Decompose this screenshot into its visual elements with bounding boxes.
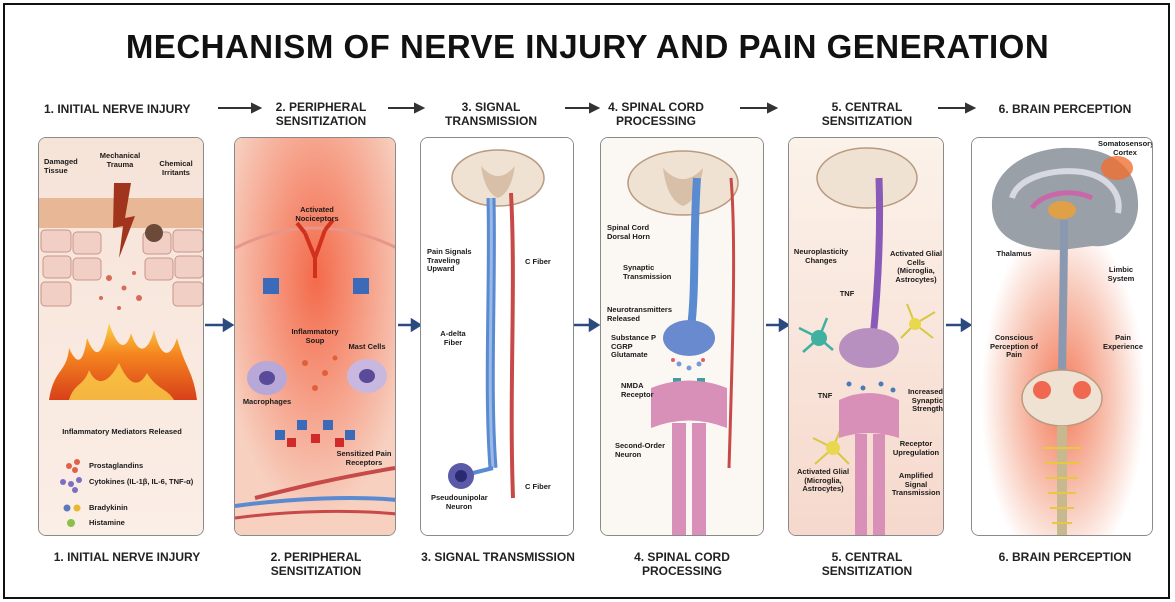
- stage-4-footer: 4. SPINAL CORD PROCESSING: [602, 550, 762, 578]
- label-somatosensory-cortex: Somatosensory Cortex: [1098, 140, 1152, 157]
- stage-6-footer: 6. BRAIN PERCEPTION: [985, 550, 1145, 564]
- label-conscious-perception: Conscious Perception of Pain: [986, 334, 1042, 360]
- label-thalamus: Thalamus: [992, 250, 1036, 259]
- label-increased-synaptic: Increased Synaptic Strength: [893, 388, 943, 414]
- label-nmda-receptor: NMDA Receptor: [621, 382, 665, 399]
- label-dorsal-horn: Spinal Cord Dorsal Horn: [607, 224, 665, 241]
- label-mechanical-trauma: Mechanical Trauma: [97, 152, 143, 169]
- label-synaptic-transmission: Synaptic Transmission: [623, 264, 683, 281]
- label-damaged-tissue: Damaged Tissue: [44, 158, 84, 175]
- panel-peripheral-sensitization: Activated Nociceptors Inflammatory Soup …: [234, 137, 396, 536]
- label-amplified-signal: Amplified Signal Transmission: [889, 472, 943, 498]
- panel-spinal-cord-processing: Spinal Cord Dorsal Horn Synaptic Transmi…: [600, 137, 764, 536]
- label-sensitized-receptors: Sensitized Pain Receptors: [333, 450, 395, 467]
- label-c-fiber-top: C Fiber: [525, 258, 571, 267]
- panel-initial-injury: Damaged Tissue Mechanical Trauma Chemica…: [38, 137, 204, 536]
- label-tnf-bottom: TNF: [813, 392, 837, 401]
- legend-bradykinin: Bradykinin: [89, 504, 199, 513]
- panel-signal-transmission: Pain Signals Traveling Upward C Fiber A-…: [420, 137, 574, 536]
- legend-cytokines: Cytokines (IL-1β, IL-6, TNF-α): [89, 478, 199, 487]
- stage-2-footer: 2. PERIPHERAL SENSITIZATION: [236, 550, 396, 578]
- label-limbic-system: Limbic System: [1096, 266, 1146, 283]
- legend-prostaglandins: Prostaglandins: [89, 462, 199, 471]
- label-pain-experience: Pain Experience: [1098, 334, 1148, 351]
- label-mast-cells: Mast Cells: [343, 343, 391, 352]
- header-arrows: [0, 0, 1175, 130]
- label-substances: Substance P CGRP Glutamate: [611, 334, 659, 360]
- label-c-fiber-bottom: C Fiber: [525, 483, 571, 492]
- label-activated-nociceptors: Activated Nociceptors: [287, 206, 347, 223]
- label-second-order-neuron: Second-Order Neuron: [615, 442, 671, 459]
- label-macrophages: Macrophages: [237, 398, 297, 407]
- panel-brain-perception: Somatosensory Cortex Thalamus Limbic Sys…: [971, 137, 1153, 536]
- label-a-delta-fiber: A-delta Fiber: [431, 330, 475, 347]
- label-inflammatory-mediators: Inflammatory Mediators Released: [57, 428, 187, 437]
- label-neuroplasticity: Neuroplasticity Changes: [793, 248, 849, 265]
- label-pain-signals: Pain Signals Traveling Upward: [427, 248, 475, 274]
- label-inflammatory-soup: Inflammatory Soup: [283, 328, 347, 345]
- label-activated-glial-bottom: Activated Glial (Microglia, Astrocytes): [793, 468, 853, 494]
- panel-central-sensitization: Neuroplasticity Changes Activated Glial …: [788, 137, 944, 536]
- legend-histamine: Histamine: [89, 519, 199, 528]
- label-neurotransmitters: Neurotransmitters Released: [607, 306, 683, 323]
- stage-3-footer: 3. SIGNAL TRANSMISSION: [418, 550, 578, 564]
- label-chemical-irritants: Chemical Irritants: [153, 160, 199, 177]
- label-pseudounipolar-neuron: Pseudounipolar Neuron: [431, 494, 487, 511]
- stage-5-footer: 5. CENTRAL SENSITIZATION: [787, 550, 947, 578]
- stage-1-footer: 1. INITIAL NERVE INJURY: [42, 550, 212, 564]
- label-activated-glial-top: Activated Glial Cells (Microglia, Astroc…: [889, 250, 943, 284]
- label-tnf-top: TNF: [835, 290, 859, 299]
- label-receptor-upregulation: Receptor Upregulation: [889, 440, 943, 457]
